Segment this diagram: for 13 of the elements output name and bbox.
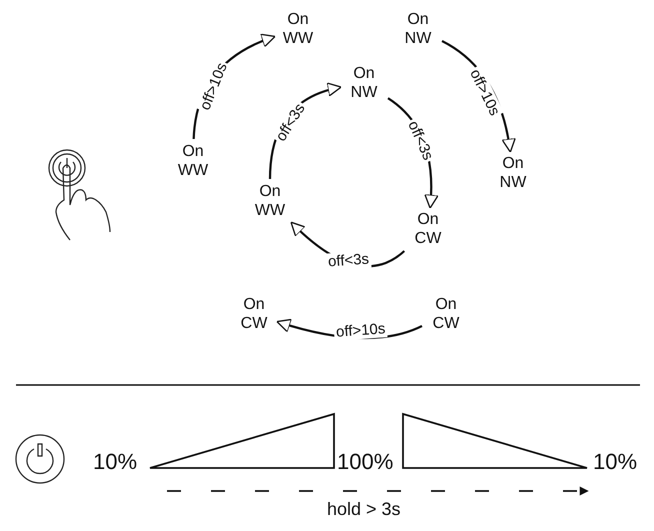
state-label: On CW: [424, 295, 468, 333]
state-label: On WW: [276, 10, 320, 48]
brightness-label: 100%: [337, 449, 394, 475]
hold-duration-label: hold > 3s: [327, 499, 401, 520]
state-label: On WW: [248, 182, 292, 220]
brightness-label: 10%: [593, 449, 638, 475]
brightness-label: 10%: [93, 449, 138, 475]
state-label: On NW: [342, 64, 386, 102]
state-label: On NW: [491, 154, 535, 192]
state-label: On CW: [406, 210, 450, 248]
state-label: On WW: [171, 142, 215, 180]
state-label: On CW: [232, 295, 276, 333]
state-label: On NW: [396, 10, 440, 48]
